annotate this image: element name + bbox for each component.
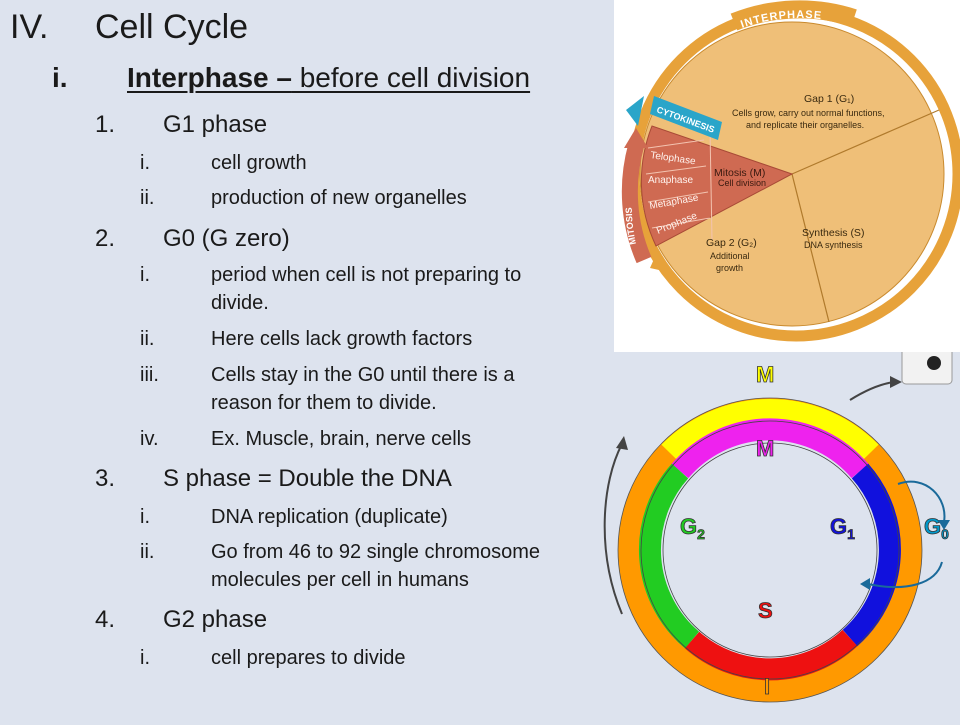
point-number: ii. <box>140 328 155 350</box>
divider-line <box>791 173 830 323</box>
g0-return-arrow-icon <box>867 561 943 588</box>
divider-line <box>791 109 940 175</box>
point-number: iii. <box>140 364 159 386</box>
mitosis-arrow-icon <box>624 128 648 148</box>
point-text: production of new organelles <box>211 187 467 209</box>
label-g1: G1 <box>830 514 855 542</box>
item-g2-label: G2 phase <box>163 606 268 633</box>
point-number: i. <box>140 152 150 174</box>
divider-line <box>709 129 713 241</box>
point-text: Go from 46 to 92 single chromosome <box>211 541 541 563</box>
cycle-top-arrow-icon <box>849 381 895 401</box>
g1-inner-arc <box>842 463 901 647</box>
label-g2: G2 <box>680 514 705 542</box>
gap1-desc: Cells grow, carry out normal functions, <box>732 108 885 118</box>
mitosis-wedge <box>640 125 794 247</box>
m-inner-arc <box>671 418 869 479</box>
item-g1-label: G1 phase <box>163 111 268 138</box>
divider-line <box>647 191 709 203</box>
slide-title: Cell Cycle <box>95 8 249 46</box>
label-s: S <box>758 598 773 623</box>
item-number: 3. <box>95 465 116 492</box>
point-text: reason for them to divide. <box>211 392 437 414</box>
point-text: period when cell is not preparing to <box>211 264 522 286</box>
cell-cycle-ring-diagram: M I M G2 G1 S G0 <box>596 345 960 720</box>
label-i-outer: I <box>764 674 770 699</box>
subheading-number: i. <box>52 62 68 93</box>
mitosis-title: Mitosis (M) <box>714 167 765 179</box>
point-text: molecules per cell in humans <box>211 569 469 591</box>
point-number: i. <box>140 506 150 528</box>
s-inner-arc <box>684 629 858 681</box>
synthesis-desc: DNA synthesis <box>804 240 863 250</box>
label-m-inner: M <box>756 436 774 461</box>
subheading-title: Interphase – before cell division <box>127 62 531 93</box>
phase-label: Anaphase <box>648 175 693 186</box>
divider-line <box>645 165 707 175</box>
point-text: divide. <box>211 292 269 314</box>
label-g0: G0 <box>924 514 949 542</box>
cytokinesis-arrow-icon <box>626 96 644 126</box>
gap1-desc: and replicate their organelles. <box>746 120 864 130</box>
gap1-title: Gap 1 (G₁) <box>804 93 854 105</box>
divider-line <box>651 217 711 229</box>
gap2-desc: growth <box>716 263 743 273</box>
point-number: ii. <box>140 541 155 563</box>
mitosis-arrow-band <box>621 143 652 264</box>
synthesis-title: Synthesis (S) <box>802 227 864 239</box>
gap2-title: Gap 2 (G₂) <box>706 237 757 249</box>
point-text: cell prepares to divide <box>211 647 406 669</box>
gap2-desc: Additional <box>710 251 750 261</box>
record-dot-icon <box>927 356 941 370</box>
g0-out-arrow-icon <box>897 480 946 523</box>
point-number: i. <box>140 647 150 669</box>
heading-number: IV. <box>10 8 49 46</box>
point-text: Cells stay in the G0 until there is a <box>211 364 515 386</box>
record-button[interactable] <box>901 345 953 385</box>
point-text: DNA replication (duplicate) <box>211 506 448 528</box>
cytokinesis-band <box>650 96 722 140</box>
point-text: cell growth <box>211 152 307 174</box>
point-text: Here cells lack growth factors <box>211 328 473 350</box>
label-m-outer: M <box>756 362 774 387</box>
interphase-arrow-icon <box>650 250 668 272</box>
point-text: Ex. Muscle, brain, nerve cells <box>211 428 472 450</box>
item-s-label: S phase = Double the DNA <box>163 465 452 492</box>
point-number: iv. <box>140 428 159 450</box>
divider-line <box>647 139 705 149</box>
cell-cycle-pie-diagram: INTERPHASE Telophase Anaphase Metaphase … <box>614 0 960 352</box>
point-number: i. <box>140 264 150 286</box>
item-g0-label: G0 (G zero) <box>163 225 290 252</box>
mitosis-desc: Cell division <box>718 178 766 188</box>
item-number: 4. <box>95 606 116 633</box>
cycle-left-arrow-icon <box>603 443 623 615</box>
mitosis-outer-arc <box>661 399 879 462</box>
g2-inner-arc <box>639 463 700 649</box>
point-number: ii. <box>140 187 155 209</box>
item-number: 2. <box>95 225 116 252</box>
item-number: 1. <box>95 111 116 138</box>
